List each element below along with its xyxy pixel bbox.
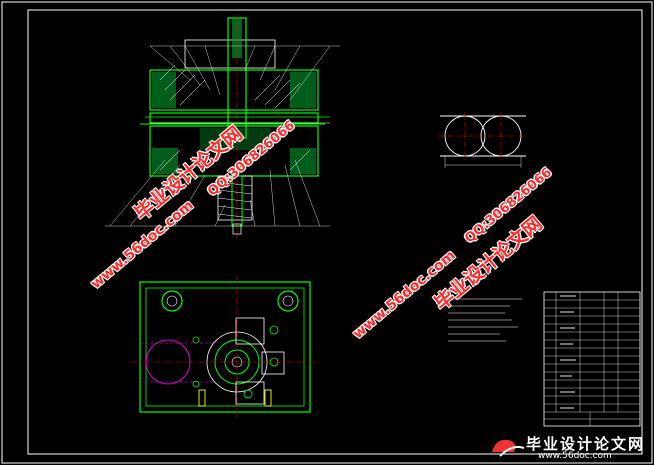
logo-icon	[492, 439, 525, 457]
inner-frame	[27, 9, 643, 455]
logo-url: www.56doc.com	[538, 451, 612, 461]
site-logo: 毕业设计论文网 www.56doc.com	[486, 432, 652, 463]
part-detail-view	[438, 112, 528, 168]
section-view	[105, 14, 340, 238]
title-block	[543, 291, 641, 427]
technical-notes	[448, 298, 522, 342]
plan-view	[132, 276, 318, 418]
logo-title: 毕业设计论文网	[526, 435, 646, 453]
